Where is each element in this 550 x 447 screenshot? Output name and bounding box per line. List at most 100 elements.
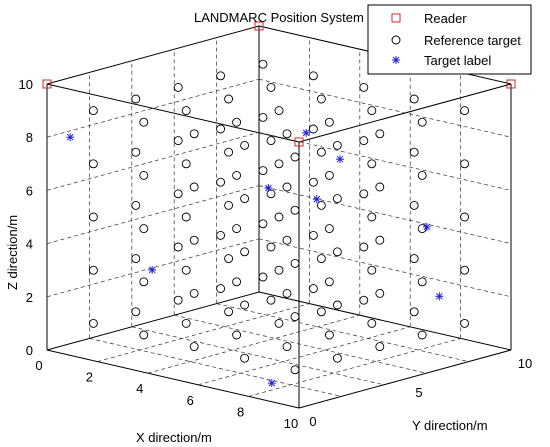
reference-target-marker (308, 71, 318, 81)
x-tick-label: 4 (136, 381, 143, 396)
y-tick-label: 5 (415, 385, 422, 400)
reference-target-marker (274, 106, 284, 116)
legend-reference-label: Reference target (424, 33, 521, 48)
reference-target-marker (282, 129, 292, 139)
z-tick-label: 0 (26, 343, 33, 358)
reference-target-marker (417, 277, 427, 287)
reference-target-marker (375, 129, 385, 139)
reference-target-marker (240, 353, 250, 363)
y-tick-label: 10 (518, 356, 532, 371)
reference-target-marker (181, 318, 191, 328)
reference-target-marker (375, 342, 385, 352)
target-label-marker (312, 195, 321, 204)
reference-target-marker (181, 159, 191, 169)
reference-target-marker (375, 235, 385, 245)
data-marks (42, 21, 516, 388)
star-stroke (436, 292, 443, 300)
z-tick-label: 10 (19, 77, 33, 92)
target-label-marker (422, 222, 431, 231)
reference-target-marker (332, 194, 342, 204)
grid-line (147, 314, 360, 374)
reference-target-marker (417, 117, 427, 127)
reference-target-marker (131, 200, 141, 210)
reference-target-marker (324, 330, 334, 340)
reference-target-marker (131, 307, 141, 317)
reader-marker (506, 79, 516, 89)
reference-target-marker (367, 106, 377, 116)
reference-target-marker (232, 117, 242, 127)
reference-target-marker (316, 94, 326, 104)
reference-target-marker (359, 136, 369, 146)
reference-target-marker (266, 295, 276, 305)
reference-target-marker (332, 140, 342, 150)
reference-target-marker (375, 182, 385, 192)
target-label-marker (302, 128, 311, 137)
reference-target-marker (240, 300, 250, 310)
reference-target-marker (224, 254, 234, 264)
reference-target-marker (332, 353, 342, 363)
reader-marker (42, 79, 52, 89)
reference-target-marker (417, 330, 427, 340)
reference-target-marker (409, 200, 419, 210)
legend-target-label: Target label (424, 53, 491, 68)
star-stroke (336, 155, 344, 163)
reference-target-marker (139, 277, 149, 287)
z-tick-label: 4 (26, 237, 33, 252)
box-edge (298, 349, 512, 409)
reference-target-marker (258, 219, 268, 229)
reference-target-marker (290, 312, 300, 322)
grid-line (97, 303, 310, 362)
box-edge (46, 349, 300, 409)
box-edge (258, 291, 512, 351)
reference-target-marker (316, 200, 326, 210)
grid-line (131, 326, 384, 386)
grid-line (46, 132, 260, 191)
reference-target-marker (232, 224, 242, 234)
chart-title: LANDMARC Position System (194, 10, 364, 25)
target-label-marker (336, 155, 344, 164)
z-tick-label: 2 (26, 290, 33, 305)
legend: Reader Reference target Target label (367, 4, 532, 75)
reference-target-marker (274, 212, 284, 222)
reference-target-marker (240, 194, 250, 204)
legend-reader-marker (391, 13, 401, 23)
box-edge (46, 291, 260, 351)
star-stroke (265, 184, 272, 192)
reference-target-marker (173, 189, 183, 199)
reference-target-marker (173, 82, 183, 92)
grid-line (46, 238, 260, 298)
reference-target-marker (308, 177, 318, 187)
reference-target-marker (290, 258, 300, 268)
x-tick-label: 2 (86, 370, 93, 385)
reference-target-marker (282, 235, 292, 245)
reference-target-marker (375, 288, 385, 298)
grid-line (258, 132, 512, 191)
target-label-marker (267, 379, 276, 388)
reference-target-marker (359, 189, 369, 199)
reference-target-marker (460, 159, 470, 169)
z-tick-label: 6 (26, 183, 33, 198)
reference-target-marker (216, 177, 226, 187)
grid-line (198, 326, 411, 386)
reference-target-marker (240, 140, 250, 150)
reference-target-marker (224, 147, 234, 157)
reference-target-marker (240, 247, 250, 257)
reference-target-marker (258, 166, 268, 176)
reference-target-marker (367, 318, 377, 328)
reference-target-marker (131, 94, 141, 104)
reference-target-marker (290, 365, 300, 375)
reference-target-marker (173, 242, 183, 252)
reference-target-marker (308, 124, 318, 134)
reference-target-marker (88, 265, 98, 275)
star-stroke (148, 266, 156, 274)
reference-target-marker (316, 307, 326, 317)
reference-target-marker (266, 242, 276, 252)
grid-line (216, 303, 469, 362)
reference-target-marker (324, 224, 334, 234)
reference-target-marker (409, 147, 419, 157)
reference-target-marker (274, 265, 284, 275)
y-tick-label: 0 (309, 414, 316, 429)
x-tick-label: 6 (187, 393, 194, 408)
